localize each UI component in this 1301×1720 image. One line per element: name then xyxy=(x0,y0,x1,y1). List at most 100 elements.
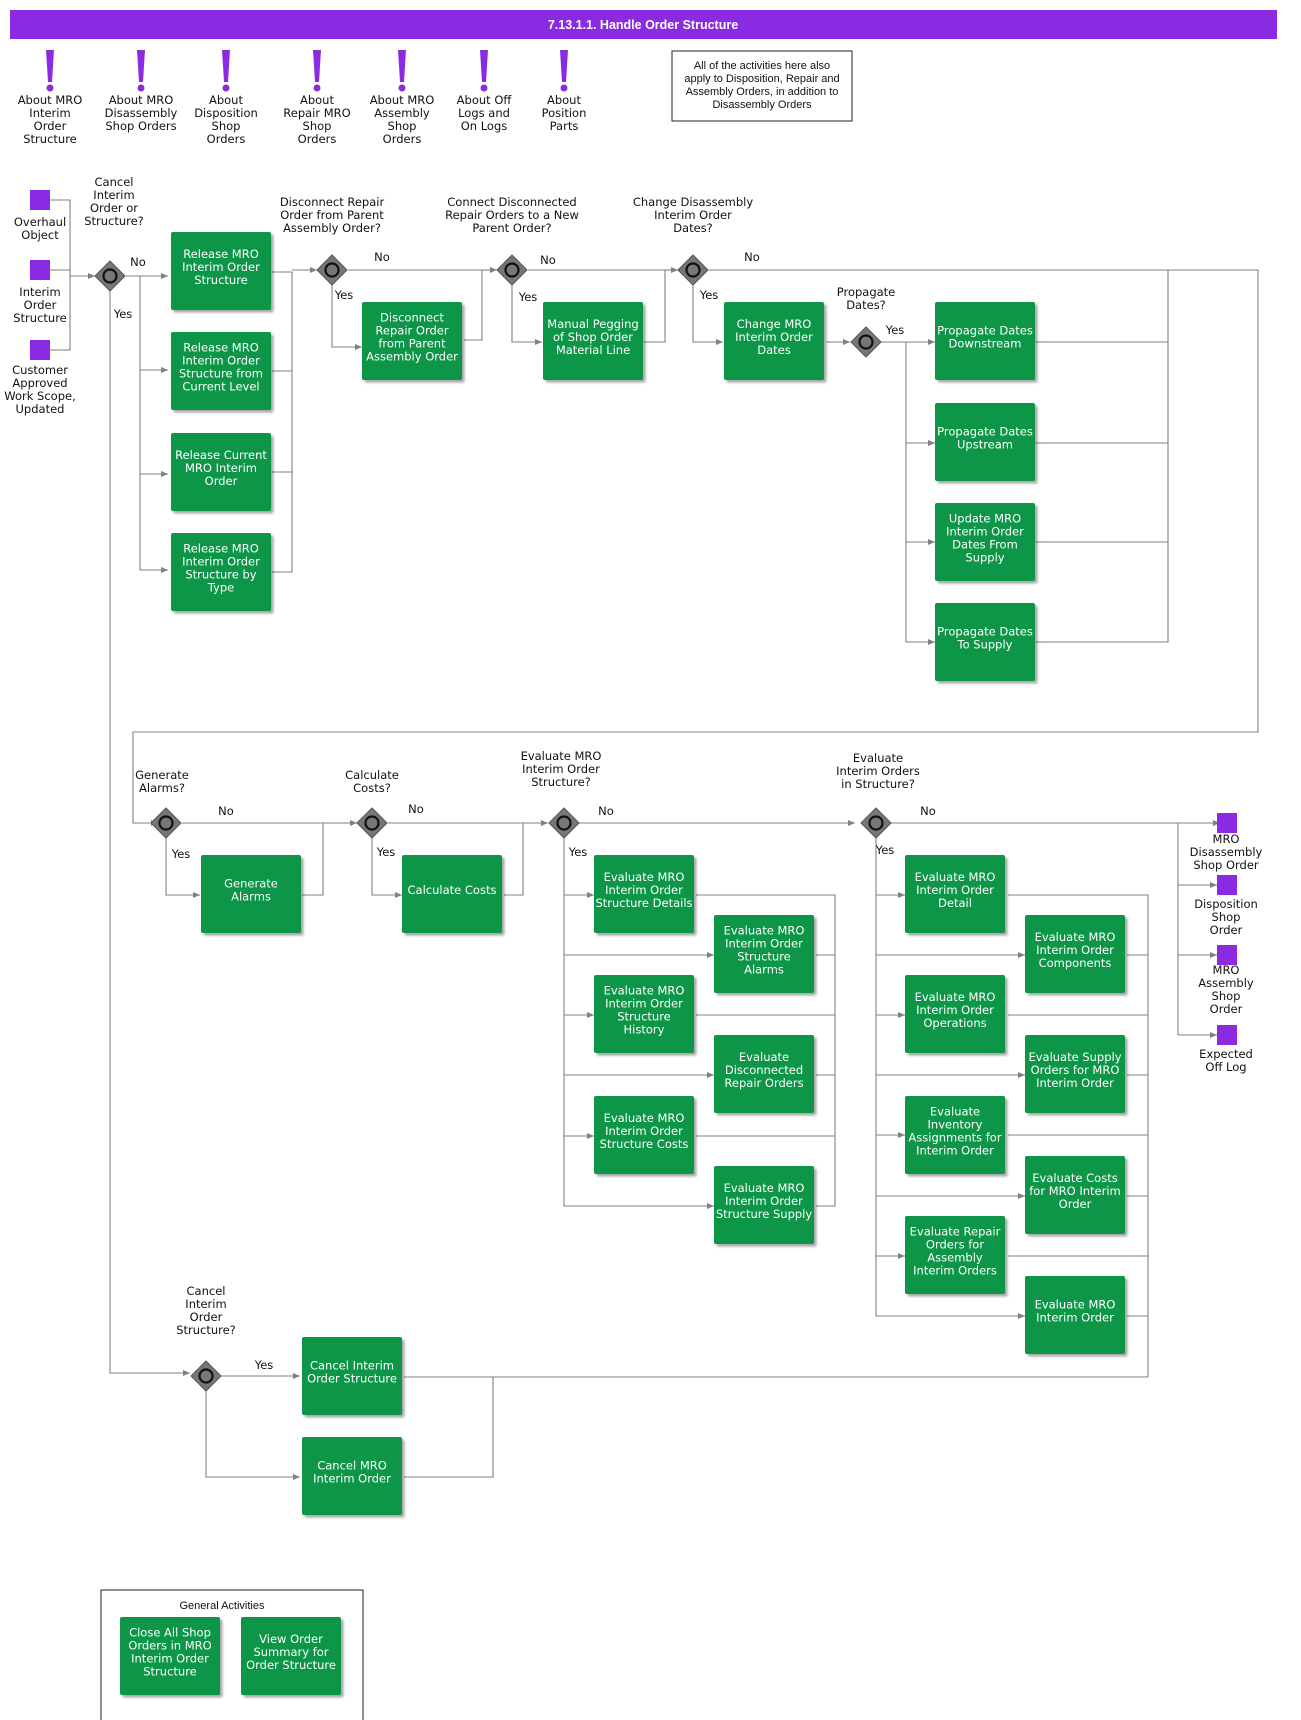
gateway-question: Disconnect Repair xyxy=(280,195,385,209)
about-link-label: Shop xyxy=(212,119,241,133)
activity-label-line: Generate xyxy=(224,877,278,891)
event-square-icon xyxy=(1217,875,1237,895)
activity-label-line: Interim Order xyxy=(1036,1076,1114,1090)
activity-label-line: Evaluate MRO xyxy=(915,990,996,1004)
gateway-question: Structure? xyxy=(84,214,144,228)
activity-label-line: Components xyxy=(1039,956,1112,970)
activity-label-line: Interim Order xyxy=(605,1124,683,1138)
general-activities-label: General Activities xyxy=(180,1600,265,1612)
activity-label-line: Type xyxy=(207,581,234,595)
gateway-yes-label: Yes xyxy=(699,288,719,302)
gateway-yes-label: Yes xyxy=(113,307,133,321)
about-link-label: Orders xyxy=(207,132,246,146)
gateway-question: Generate xyxy=(135,768,189,782)
gateway-question: Dates? xyxy=(673,221,713,235)
activity-box xyxy=(241,1617,341,1695)
activity-label-line: Release MRO xyxy=(183,247,259,261)
activity-label-line: Evaluate xyxy=(739,1050,789,1064)
activity-label-line: of Shop Order xyxy=(553,330,633,344)
gateway-question: Repair Orders to a New xyxy=(445,208,579,222)
gateway-diamond-icon xyxy=(356,807,388,839)
gateway-diamond-icon xyxy=(677,254,709,286)
activity-calculate-costs[interactable]: Calculate Costs xyxy=(402,855,502,933)
about-link-label: Orders xyxy=(298,132,337,146)
activity-label-line: Structure by xyxy=(185,568,256,582)
gateway-circle-icon xyxy=(504,262,520,278)
end-event-label: Shop xyxy=(1212,989,1241,1003)
about-link-label: Order xyxy=(34,119,67,133)
activity-box xyxy=(594,1096,694,1174)
exclamation-icon xyxy=(313,50,321,82)
gateway-circle-icon xyxy=(102,268,118,284)
page-title: 7.13.1.1. Handle Order Structure xyxy=(548,18,738,32)
activity-label-line: Close All Shop xyxy=(129,1626,211,1640)
gateway-diamond-icon xyxy=(190,1360,222,1392)
activity-label-line: Assembly xyxy=(927,1251,983,1265)
about-link-label: Assembly xyxy=(374,106,430,120)
end-event-label: MRO xyxy=(1213,963,1240,977)
activity-box xyxy=(594,975,694,1053)
about-link-label: Repair MRO xyxy=(283,106,350,120)
activity-label-line: from Parent xyxy=(378,337,446,351)
activity-box xyxy=(935,503,1035,581)
gateway-question: Assembly Order? xyxy=(283,221,381,235)
activity-label-line: Structure Supply xyxy=(716,1207,813,1221)
end-event-label: Shop Order xyxy=(1193,858,1259,872)
gateway-no-label: No xyxy=(920,804,936,818)
